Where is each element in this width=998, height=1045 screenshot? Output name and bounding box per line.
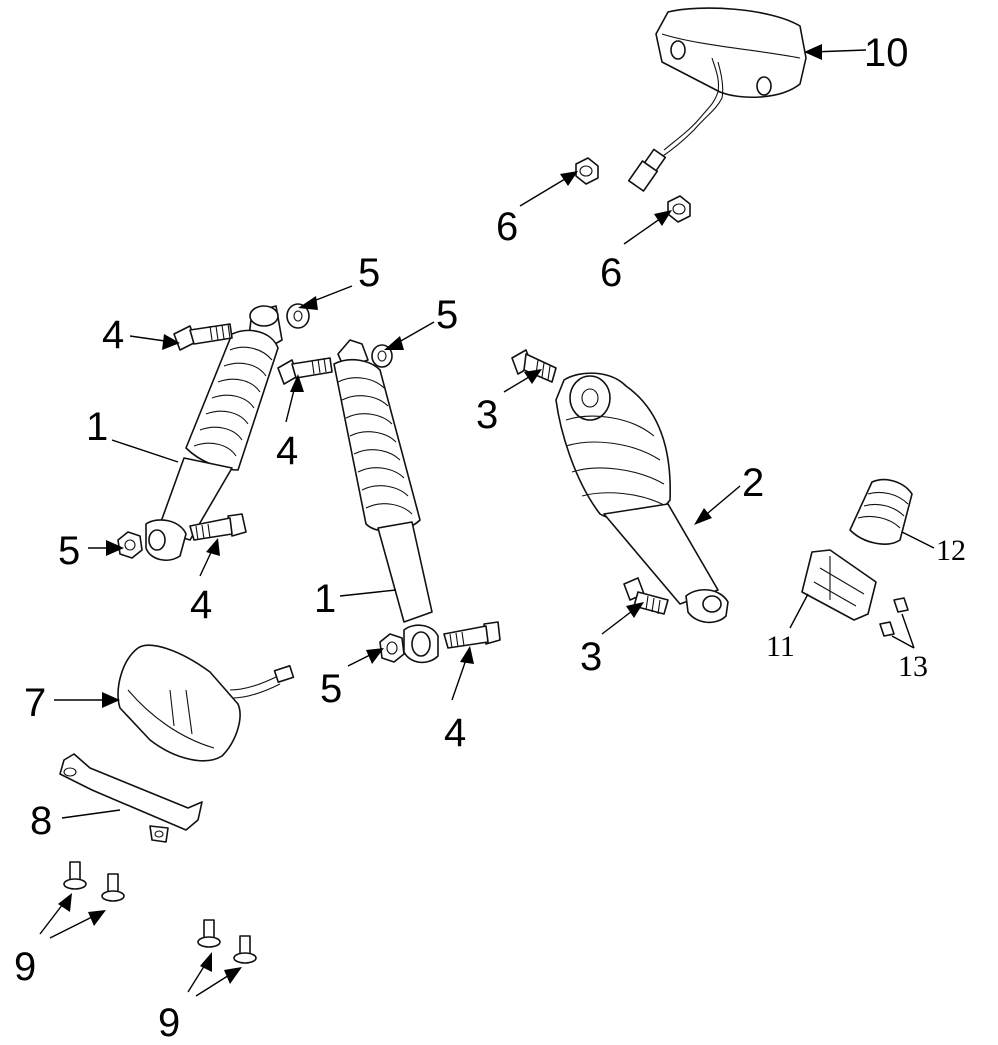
nut-upper-left — [286, 303, 310, 329]
callout-12: 12 — [936, 534, 966, 567]
callout-4-lower-center: 4 — [444, 711, 466, 755]
callout-6-lower: 6 — [600, 251, 622, 295]
callout-5-top-left: 5 — [358, 251, 380, 295]
callout-8: 8 — [30, 799, 52, 843]
callout-7: 7 — [24, 681, 46, 725]
callout-10: 10 — [864, 31, 909, 75]
callout-4-upper-center: 4 — [276, 429, 298, 473]
nut-lower-center — [379, 633, 405, 663]
callout-11: 11 — [766, 630, 795, 663]
screw-4 — [233, 935, 257, 964]
callout-4-upper-left: 4 — [102, 313, 124, 357]
mounting-bracket — [59, 753, 203, 843]
headlight-assembly — [117, 644, 295, 762]
callout-5-lower-left: 5 — [58, 529, 80, 573]
rubber-boot — [849, 478, 913, 545]
callout-5-lower-center: 5 — [320, 667, 342, 711]
tail-light-assembly — [627, 7, 807, 192]
bolt-upper-center — [277, 357, 333, 385]
callout-9-right: 9 — [158, 1001, 180, 1045]
callout-3-lower: 3 — [580, 635, 602, 679]
callout-5-top-center: 5 — [436, 293, 458, 337]
clamp-housing — [801, 549, 877, 621]
flange-nut-lower — [667, 195, 691, 223]
screw-3 — [197, 919, 221, 948]
screw-1 — [63, 861, 87, 890]
callout-1-center: 1 — [314, 577, 336, 621]
bolt-lower-right — [623, 577, 669, 615]
bolt-lower-center — [443, 621, 501, 649]
small-screw-2 — [879, 621, 895, 637]
rear-shock-left — [145, 305, 283, 561]
callout-9-left: 9 — [14, 945, 36, 989]
bolt-upper-right — [511, 349, 557, 383]
callout-4-lower-left: 4 — [190, 583, 212, 627]
small-screw-1 — [893, 597, 909, 613]
screw-2 — [101, 873, 125, 902]
callout-13: 13 — [898, 650, 928, 683]
callout-2: 2 — [742, 461, 764, 505]
callout-3-upper: 3 — [476, 393, 498, 437]
nut-lower-left — [117, 531, 143, 559]
nut-upper-center — [371, 344, 393, 368]
callout-1-left: 1 — [86, 405, 108, 449]
bolt-lower-left — [189, 513, 247, 541]
bolt-upper-left — [173, 323, 233, 351]
rear-shock-right — [555, 372, 729, 624]
rear-shock-center — [333, 339, 439, 664]
callout-labels: 10 6 6 5 5 4 4 1 3 2 5 4 1 3 5 4 7 8 9 9… — [14, 31, 966, 1045]
flange-nut-upper — [575, 157, 599, 185]
leader-lines — [39, 44, 935, 997]
callout-6-upper: 6 — [496, 205, 518, 249]
